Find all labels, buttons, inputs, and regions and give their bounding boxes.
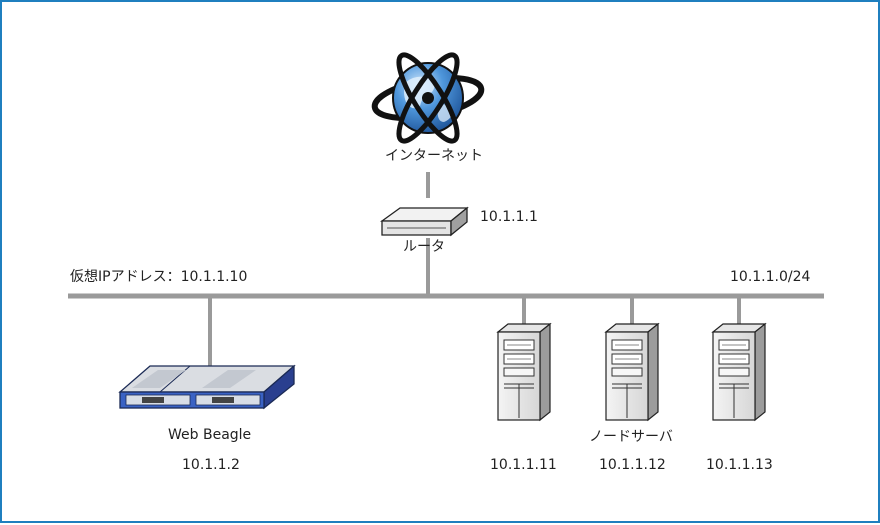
server-icon: [605, 323, 659, 421]
server-ip-label: 10.1.1.13: [706, 457, 773, 473]
server-icon: [497, 323, 551, 421]
internet-label: インターネット: [385, 148, 483, 164]
server-ip-label: 10.1.1.11: [490, 457, 557, 473]
web-beagle-ip-label: 10.1.1.2: [182, 457, 240, 473]
web-beagle-icon: [118, 364, 296, 410]
router-ip-label: 10.1.1.1: [480, 209, 538, 225]
router-icon: [379, 206, 469, 237]
web-beagle-label: Web Beagle: [168, 427, 252, 443]
node-server-label: ノードサーバ: [589, 429, 673, 445]
router-label: ルータ: [403, 239, 445, 255]
network-links: [68, 172, 824, 368]
server-ip-label: 10.1.1.12: [599, 457, 666, 473]
server-icon: [712, 323, 766, 421]
globe-icon: [371, 52, 485, 144]
virtual-ip-label: 仮想IPアドレス：10.1.1.10: [70, 269, 248, 285]
subnet-label: 10.1.1.0/24: [730, 269, 811, 285]
